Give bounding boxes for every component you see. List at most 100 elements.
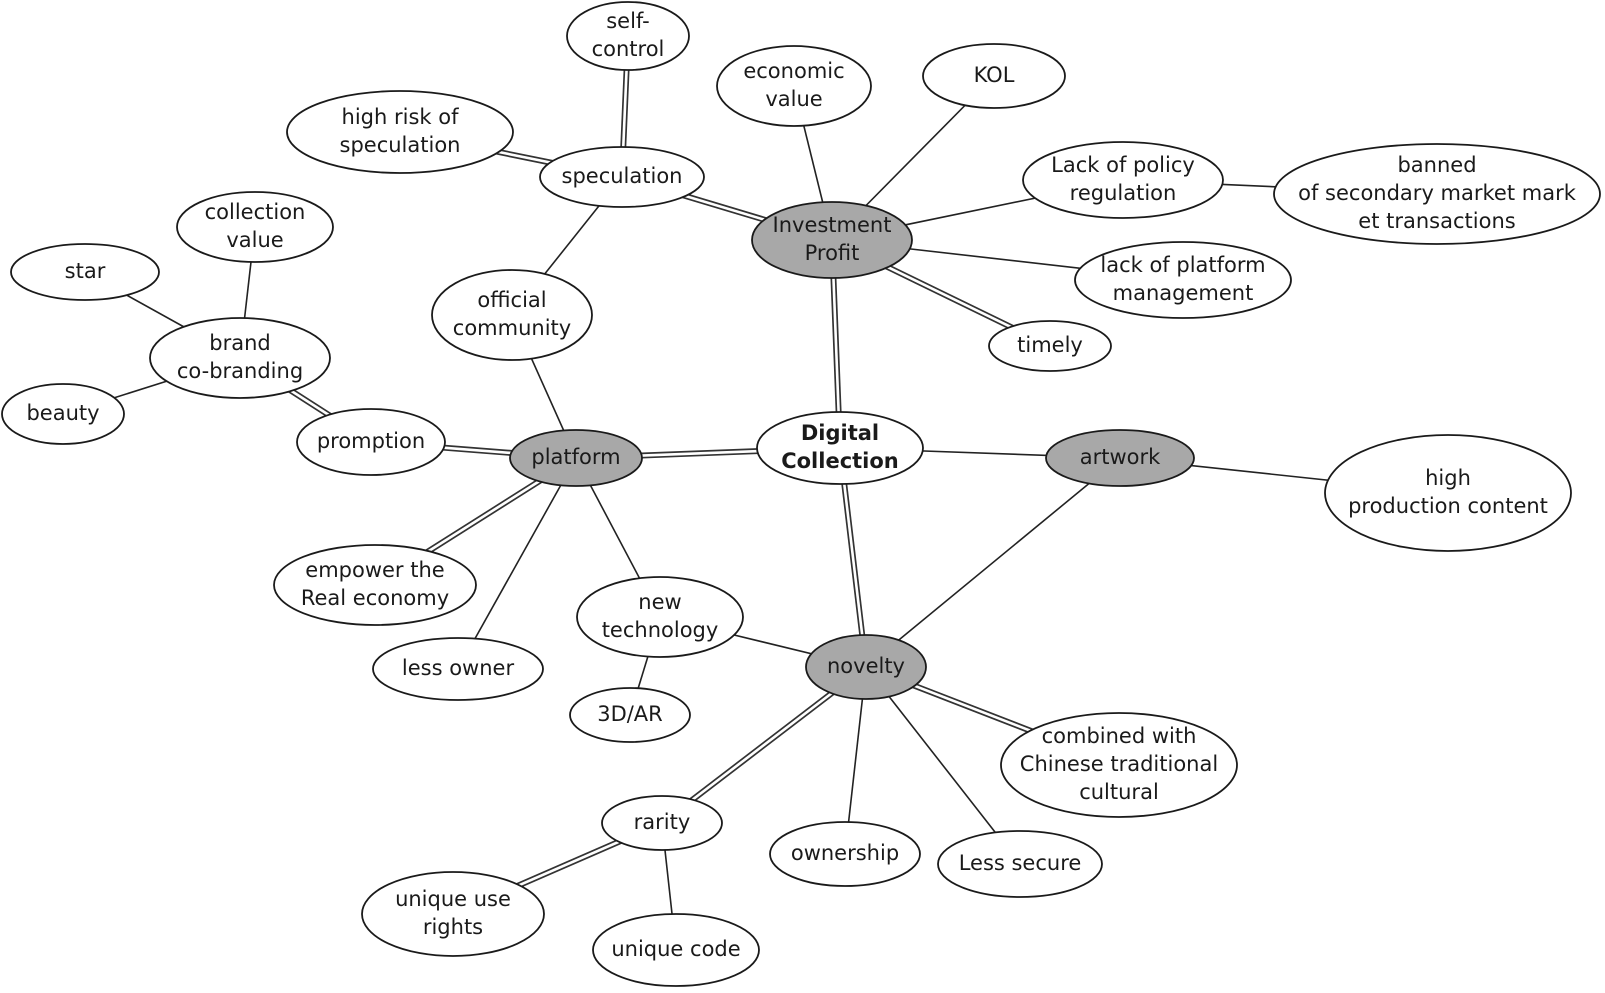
node-label-line: empower the — [305, 558, 444, 582]
node-ellipse — [1273, 143, 1601, 245]
node-label-line: unique code — [611, 937, 740, 961]
node-label-line: Investment — [773, 213, 892, 237]
edge-platform-to-less-owner — [457, 457, 577, 670]
node-label-line: Digital — [801, 421, 879, 445]
node-label-line: regulation — [1070, 181, 1177, 205]
node-unique-use: unique use rights — [361, 871, 545, 957]
node-ellipse — [539, 146, 705, 208]
node-ellipse — [922, 43, 1066, 109]
node-label-line: Real economy — [301, 586, 449, 610]
node-label-line: Chinese traditional — [1020, 752, 1218, 776]
node-label-line: lack of platform — [1100, 253, 1265, 277]
node-promption: promption — [296, 408, 446, 476]
node-label-line: timely — [1017, 333, 1083, 357]
node-beauty: beauty — [1, 383, 125, 445]
node-label-line: et transactions — [1358, 209, 1515, 233]
node-label-line: high — [1425, 466, 1471, 490]
node-ellipse — [149, 317, 331, 399]
node-ellipse — [509, 429, 643, 487]
node-ellipse — [1324, 434, 1572, 552]
node-label-line: unique use — [395, 887, 511, 911]
node-economic-value: economic value — [716, 45, 872, 127]
node-label-line: speculation — [340, 133, 461, 157]
node-speculation: speculation — [539, 146, 705, 208]
node-ellipse — [296, 408, 446, 476]
node-label-line: speculation — [562, 164, 683, 188]
node-label-line: of secondary market mark — [1298, 181, 1577, 205]
node-ellipse — [592, 913, 760, 987]
node-label-line: combined with — [1042, 724, 1197, 748]
node-ellipse — [601, 795, 723, 851]
node-label-line: KOL — [974, 63, 1015, 87]
node-ownership: ownership — [769, 821, 921, 887]
node-ellipse — [1, 383, 125, 445]
node-ellipse — [10, 243, 160, 301]
node-label-line: high risk of — [342, 105, 460, 129]
node-label-line: banned — [1397, 153, 1476, 177]
node-high-production: high production content — [1324, 434, 1572, 552]
node-ellipse — [569, 687, 691, 743]
node-unique-code: unique code — [592, 913, 760, 987]
node-ellipse — [1045, 429, 1195, 487]
node-label-line: production content — [1348, 494, 1548, 518]
node-label-line: beauty — [26, 401, 99, 425]
node-ellipse — [1022, 141, 1224, 219]
node-high-risk: high risk of speculation — [286, 90, 514, 174]
node-ellipse — [176, 191, 334, 263]
node-ellipse — [1074, 241, 1292, 319]
node-ellipse — [1000, 712, 1238, 818]
edge-artwork-to-novelty — [865, 457, 1121, 668]
node-threed-ar: 3D/AR — [569, 687, 691, 743]
node-official-community: official community — [431, 269, 593, 361]
edge-novelty-to-less-secure — [865, 666, 1021, 865]
node-label-line: ownership — [791, 841, 899, 865]
node-ellipse — [361, 871, 545, 957]
edge-stroke — [865, 457, 1121, 668]
node-ellipse — [716, 45, 872, 127]
node-label-line: official — [477, 288, 546, 312]
hub-node-platform: platform — [509, 429, 643, 487]
node-ellipse — [431, 269, 593, 361]
node-label-line: artwork — [1080, 445, 1161, 469]
node-label-line: co-branding — [177, 359, 303, 383]
node-label-line: promption — [317, 429, 425, 453]
node-ellipse — [372, 637, 544, 701]
edge-layer — [62, 35, 1449, 951]
node-label-line: star — [65, 259, 106, 283]
node-kol: KOL — [922, 43, 1066, 109]
node-ellipse — [805, 634, 927, 700]
node-label-line: self- — [606, 9, 650, 33]
node-label-line: control — [592, 37, 665, 61]
node-star: star — [10, 243, 160, 301]
node-label-line: less owner — [402, 656, 515, 680]
node-label-line: rights — [423, 915, 483, 939]
node-ellipse — [756, 411, 924, 485]
node-label-line: economic — [743, 59, 844, 83]
node-label-line: cultural — [1079, 780, 1159, 804]
node-label-line: rarity — [634, 810, 691, 834]
node-label-line: novelty — [827, 654, 905, 678]
node-label-line: Profit — [805, 241, 860, 265]
node-ellipse — [769, 821, 921, 887]
edge-stroke — [457, 457, 577, 670]
node-less-secure: Less secure — [937, 830, 1103, 898]
node-label-line: value — [765, 87, 822, 111]
node-label-line: Collection — [781, 449, 899, 473]
node-label-line: community — [453, 316, 571, 340]
node-ellipse — [286, 90, 514, 174]
node-label-line: new — [638, 590, 681, 614]
node-label-line: value — [226, 228, 283, 252]
node-ellipse — [988, 320, 1112, 372]
node-ellipse — [576, 576, 744, 658]
